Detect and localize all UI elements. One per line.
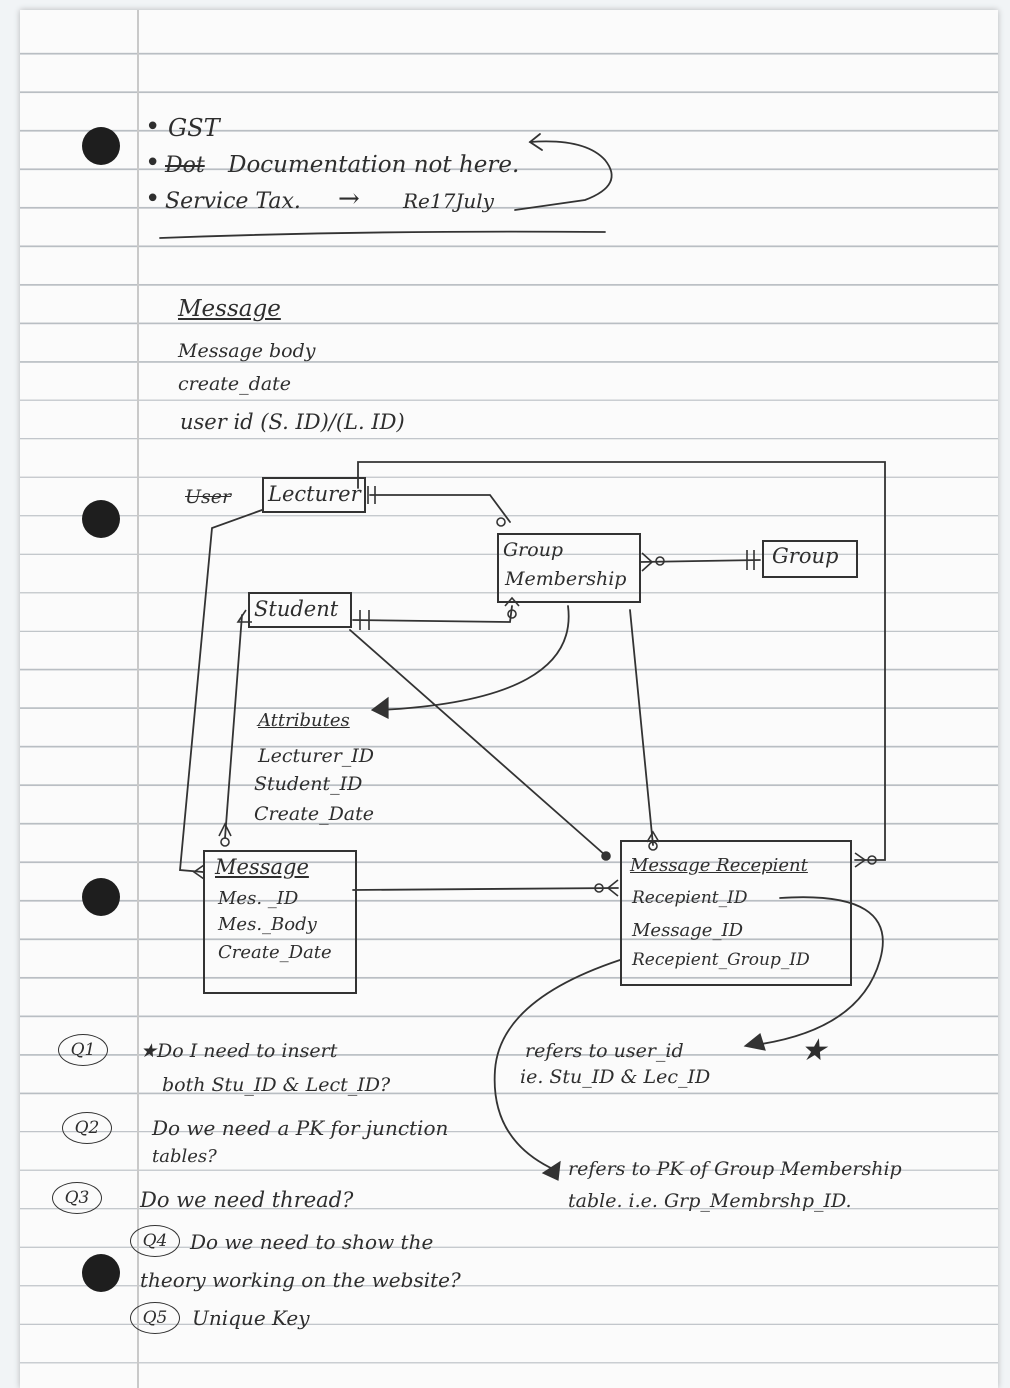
lecturer-message-line [179,509,263,873]
groupmembership-optional-mark [655,556,665,566]
recipient-crows-foot [854,852,867,868]
question-number: Q1 [58,1034,108,1066]
question-text: Do we need a PK for junction [152,1116,449,1140]
group-title: Group [772,544,839,568]
attributes-arrow [379,605,570,711]
recipient-optional-mark [594,883,604,893]
note-return-arrow [514,140,613,211]
question-number: Q4 [130,1225,180,1257]
question-number: Q5 [130,1302,180,1334]
recipient-ref-note: ie. Stu_ID & Lec_ID [520,1066,711,1088]
lecturer-groupmembership-line [369,494,511,523]
note-bullet: • [145,184,161,214]
group-ref-note: refers to PK of Group Membership [568,1158,902,1180]
lecturer-struck-label: User [185,486,232,508]
student-bar-mark [236,609,252,623]
message-recipient-title: Message Recepient [630,855,808,876]
attributes-field: Student_ID [254,773,363,795]
question-text: ★Do I need to insert [140,1040,338,1062]
note-bullet: • [145,148,161,178]
margin-line [137,10,139,1388]
group-membership-entity [497,533,641,603]
recipient-mark [601,851,611,861]
message-optional-mark [220,837,230,847]
message-recipient-attr: Recepient_Group_ID [632,950,810,970]
punch-hole [82,1254,120,1292]
group-ref-note: table. i.e. Grp_Membrshp_ID. [568,1190,852,1212]
note-gst: GST [168,114,220,142]
attributes-title: Attributes [258,710,350,731]
groupmembership-group-line [639,559,761,563]
group-membership-title: Membership [505,568,627,590]
star-icon: ★ [800,1033,827,1068]
message-recipient-attr: Message_ID [632,920,744,941]
question-number: Q2 [62,1112,112,1144]
note-underline [159,230,606,239]
recipient-optional-mark [867,855,877,865]
punch-hole [82,500,120,538]
note-return-arrowhead [528,133,543,151]
groupmembership-crows-foot [641,552,654,572]
recipient-ref-arrow [754,896,884,1046]
groupmembership-optional-mark [507,609,517,619]
student-message-line [224,614,243,839]
message-recipient-entity [620,840,852,986]
recipient-crows-foot [606,879,619,897]
message-attr: Create_Date [218,942,332,963]
student-entity [248,592,352,628]
message-recipient-line [352,887,619,891]
notebook-page: • GST • Dot Documentation not here. • Se… [20,10,998,1388]
question-text: Do we need to show the [190,1230,434,1254]
question-text: both Stu_ID & Lect_ID? [162,1074,391,1096]
group-ref-arrowhead [541,1160,561,1181]
student-title: Student [254,597,339,621]
punch-hole [82,127,120,165]
question-text: Unique Key [192,1306,310,1330]
recipient-ref-note: refers to user_id [525,1040,684,1062]
message-entity [203,850,357,994]
note-struck-word: Dot [165,153,205,178]
student-recipient-line [349,629,606,856]
message-note-title: Message [178,296,281,322]
punch-hole [82,878,120,916]
lecturer-title: Lecturer [268,482,361,506]
note-documentation: Documentation not here. [228,152,520,178]
student-groupmembership-line [352,605,513,623]
groupmembership-crows-foot [504,596,520,607]
group-membership-title: Group [503,539,564,561]
message-entity-title: Message [215,855,309,879]
question-text: theory working on the website? [140,1268,461,1292]
group-entity [762,540,858,578]
groupmembership-optional-mark [496,517,506,527]
attributes-field: Lecturer_ID [258,745,375,767]
message-attr: Mes._Body [218,914,317,935]
recipient-optional-mark [648,841,658,851]
attributes-arrowhead [370,696,389,719]
question-text: Do we need thread? [140,1188,354,1212]
message-note-field: user id (S. ID)/(L. ID) [180,410,405,434]
note-arrow: → [338,184,360,214]
note-date: Re17July [403,189,494,213]
groupmembership-recipient-line [629,609,654,846]
lecturer-entity [262,477,366,513]
message-note-field: Message body [178,340,316,362]
note-bullet: • [145,112,161,142]
note-service-tax: Service Tax. [165,189,301,214]
recipient-crows-foot [646,830,660,843]
lecturer-recipient-line [357,461,886,861]
question-number: Q3 [52,1182,102,1214]
message-attr: Mes. _ID [218,888,299,909]
message-note-field: create_date [178,373,292,395]
recipient-ref-arrowhead [743,1032,766,1051]
question-text: tables? [152,1146,217,1167]
diagram-lines [159,133,886,1181]
group-ref-arrow [493,959,621,1171]
attributes-field: Create_Date [254,803,375,825]
message-crows-foot [192,864,205,880]
message-recipient-attr: Recepient_ID [632,888,748,908]
message-crows-foot [218,822,232,837]
